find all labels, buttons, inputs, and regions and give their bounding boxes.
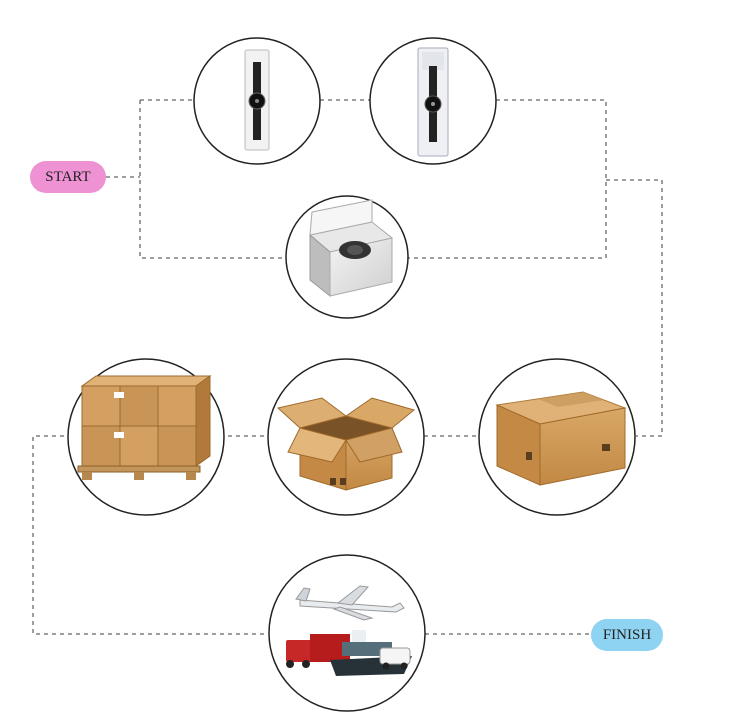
shipping-icon — [286, 585, 412, 676]
step-circles — [67, 37, 636, 712]
step-circle-7 — [268, 554, 426, 712]
watch-on-card-icon — [244, 49, 270, 151]
open-carton-icon — [276, 397, 416, 491]
connector-upper-left-loop — [139, 100, 287, 259]
sealed-carton-icon — [495, 391, 627, 486]
watch-gift-box-icon — [308, 199, 394, 298]
start-label: START — [30, 161, 106, 193]
connectors — [32, 99, 663, 635]
finish-label: FINISH — [591, 619, 663, 651]
watch-in-sleeve-icon — [417, 47, 449, 157]
palletized-cartons-icon — [77, 375, 212, 480]
connector-right-down — [606, 179, 663, 437]
connector-left-down — [32, 435, 268, 635]
